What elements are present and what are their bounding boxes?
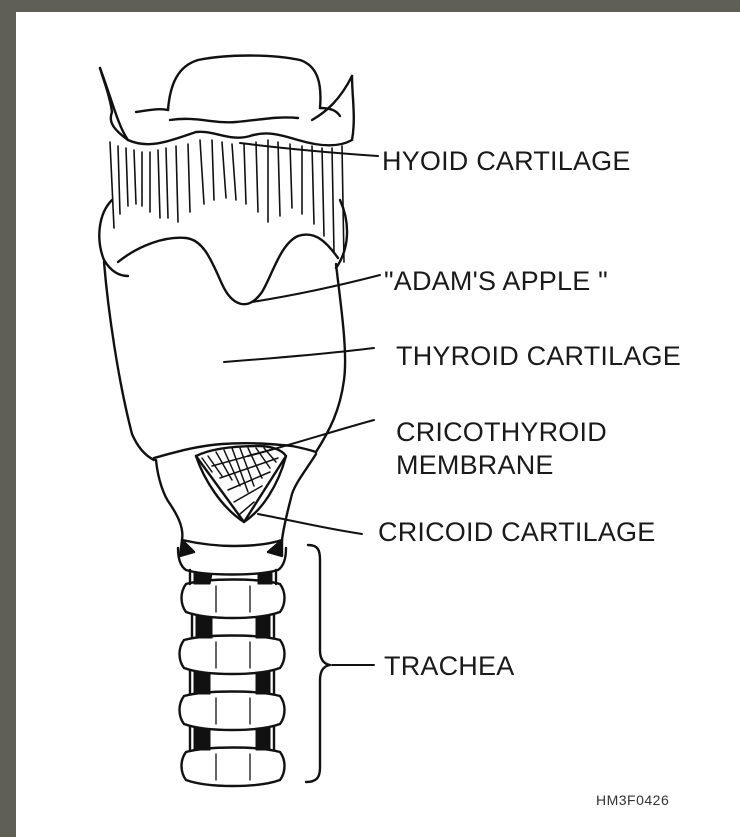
thyroid-cartilage (99, 200, 347, 460)
leader-lines (224, 143, 380, 665)
figure-code: HM3F0426 (596, 792, 669, 808)
leader-hyoid (240, 143, 378, 156)
label-cricothyroid-line1: CRICOTHYROID (396, 417, 607, 447)
label-adams-apple: "ADAM'S APPLE " (384, 266, 608, 296)
leader-thyroid (224, 348, 374, 362)
label-thyroid-cartilage: THYROID CARTILAGE (396, 341, 681, 371)
leader-cricoid (258, 514, 362, 534)
hyoid-cartilage (100, 56, 354, 146)
leader-adams-apple (252, 275, 380, 302)
labels: HYOID CARTILAGE "ADAM'S APPLE " THYROID … (378, 146, 681, 808)
label-hyoid-cartilage: HYOID CARTILAGE (382, 146, 631, 176)
cricoid-cartilage (156, 454, 316, 556)
label-cricothyroid-line2: MEMBRANE (396, 450, 554, 480)
trachea-bracket (306, 545, 330, 782)
label-trachea: TRACHEA (384, 651, 514, 681)
label-cricoid-cartilage: CRICOID CARTILAGE (378, 517, 655, 547)
thyrohyoid-membrane (110, 140, 344, 262)
trachea (178, 548, 286, 786)
